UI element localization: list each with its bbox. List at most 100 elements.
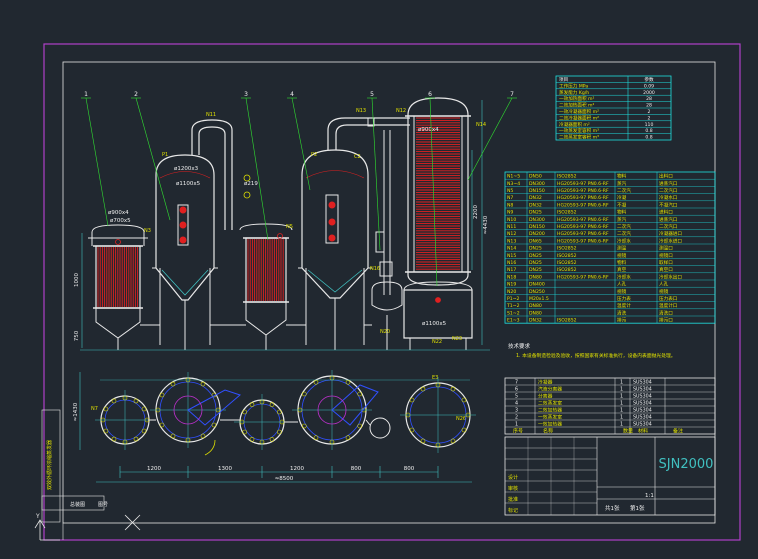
notes-line1: 1. 本设备制造检验及验收，按照国家有关标准执行，设备内表面抛光处理。 <box>516 352 676 359</box>
dim-cond: ø900x4 <box>418 127 439 133</box>
nozzle-table-size: DN150 <box>529 224 545 230</box>
tech-table-key: 一效加热面积 m² <box>559 95 594 102</box>
plan-evap2-bolt <box>357 391 363 397</box>
plan-evap2-bolt <box>301 423 307 429</box>
title-sheet2: 第1张 <box>630 504 645 512</box>
nozzle-table-use: 视镜 <box>659 288 669 295</box>
nozzle-table-std: ISO2852 <box>557 260 577 266</box>
nozzle-table-size: DN400 <box>529 282 545 288</box>
tech-table-key: 项目 <box>559 77 568 83</box>
heater2-sight <box>277 233 283 239</box>
plan-heater2-bolt <box>249 402 255 407</box>
title-check: 审核 <box>508 485 518 492</box>
nozzle-N3: N3 <box>144 228 151 234</box>
nozzle-table-use: 进蒸汽口 <box>659 216 678 223</box>
nozzle-table-size: DN150 <box>529 188 545 194</box>
nozzle-table-size: DN80 <box>529 310 542 316</box>
nozzle-table-use: 测温口 <box>659 245 673 252</box>
parts-table-mat: SUS304 <box>633 407 652 413</box>
dim-1000: 1000 <box>74 273 80 287</box>
nozzle-table-medium: 物料 <box>617 173 627 180</box>
separator-vessel <box>371 281 403 311</box>
plan-dim-s800: 800 <box>351 466 362 472</box>
plan-evap1-bolt <box>170 433 176 439</box>
nozzle-table-id: N8 <box>507 202 513 208</box>
nozzle-N12: N12 <box>396 108 406 114</box>
nozzle-table-std: HG20593-97 PN0.6-RF <box>557 274 609 280</box>
nozzle-table-std: HG20593-97 PN0.6-RF <box>557 181 609 187</box>
nozzle-table-medium: 清洗 <box>617 309 627 316</box>
nozzle-table-medium: 视镜 <box>617 252 627 259</box>
left-strip-title: 双效外循环浓缩蒸发器 <box>46 440 53 490</box>
nozzle-table-medium: 二次汽 <box>617 187 631 194</box>
drain-pipes <box>117 298 388 350</box>
nozzle-E3: E3 <box>432 375 438 381</box>
nozzle-C2: C2 <box>354 154 361 160</box>
tech-table-key: 二效加热面积 m² <box>559 102 594 109</box>
parts-table-qty: 1 <box>620 386 623 392</box>
plan-heater2-bolt <box>242 429 247 435</box>
evap1-sightglass <box>177 204 189 246</box>
dim-d219: ø219 <box>244 181 258 187</box>
heater1-sight <box>115 239 121 245</box>
tech-table-val: 0.09 <box>644 83 654 89</box>
plan-separator <box>369 417 391 439</box>
plan-heater2-bolt <box>269 437 275 442</box>
plan-evap1-bolt <box>200 381 206 387</box>
dim-2200: 2200 <box>473 205 479 219</box>
title-scale: 1:1 <box>645 493 654 499</box>
nozzle-table-std: HG20593-97 PN0.6-RF <box>557 224 609 230</box>
parts-table-mat: SUS304 <box>633 421 652 427</box>
plan-evap2-bolt <box>345 435 351 441</box>
title-approve: 批准 <box>508 496 518 503</box>
callout-6: 6 <box>428 91 432 98</box>
nozzle-table-medium: 视镜 <box>617 288 627 295</box>
parts-table-no: 6 <box>515 386 518 392</box>
parts-table-name: 一效蒸发室 <box>538 413 562 420</box>
tech-table-val: 2000 <box>643 90 655 96</box>
evap2-port-2 <box>328 218 336 226</box>
nozzle-table-std: ISO2852 <box>557 246 577 252</box>
nozzle-N16: N16 <box>370 266 380 272</box>
title-drawing-name: SJN2000 <box>659 457 714 472</box>
plan-evap2-mag <box>317 395 347 425</box>
nozzle-table-size: M20x1.5 <box>529 296 549 302</box>
nozzle-table-medium: 冷凝 <box>617 194 627 201</box>
receiver-port <box>435 297 441 303</box>
evap2-vapor-pipe-inner <box>335 124 410 150</box>
left-strip-box <box>41 409 61 523</box>
nozzle-table-std: ISO2852 <box>557 318 577 324</box>
nozzle-table-id: N5 <box>507 188 513 194</box>
callout-leader <box>135 97 171 221</box>
nozzle-table-std: HG20593-97 PN0.6-RF <box>557 195 609 201</box>
front-view <box>80 97 490 351</box>
plan-heater1-bolt <box>103 428 109 434</box>
plan-heater1-bolt <box>111 436 117 442</box>
receiver-head <box>403 281 473 291</box>
parts-table-mat: SUS304 <box>633 400 652 406</box>
nozzle-table-std: ISO2852 <box>557 267 577 273</box>
tech-table-val: 110 <box>645 122 654 128</box>
tech-table-key: 一效蒸发室容积 m³ <box>559 127 599 134</box>
tech-table-val: 2 <box>648 115 651 121</box>
plan-evap1-bolt <box>159 392 165 398</box>
tech-table-key: 冷凝器面积 m² <box>559 121 590 128</box>
evap1-body <box>155 154 215 301</box>
nozzle-table-id: N12 <box>507 231 516 237</box>
nozzle-table-size: DN25 <box>529 253 542 259</box>
nozzle-table-id: N16 <box>507 260 516 266</box>
condenser-body <box>407 97 469 286</box>
nozzle-N23: N23 <box>452 336 462 342</box>
plan-evap2-bolt <box>301 391 307 397</box>
title-rev: 标记 <box>508 507 518 514</box>
ucs-x-cross2 <box>124 514 141 531</box>
dim-d900: ø900x4 <box>108 210 129 216</box>
nozzle-table-medium: 物料 <box>617 209 627 216</box>
plan-evap1-bolt <box>159 422 165 428</box>
evap2-brace <box>307 269 363 293</box>
plan-heater1-bolt <box>103 406 109 412</box>
plan-condenser <box>400 377 476 453</box>
